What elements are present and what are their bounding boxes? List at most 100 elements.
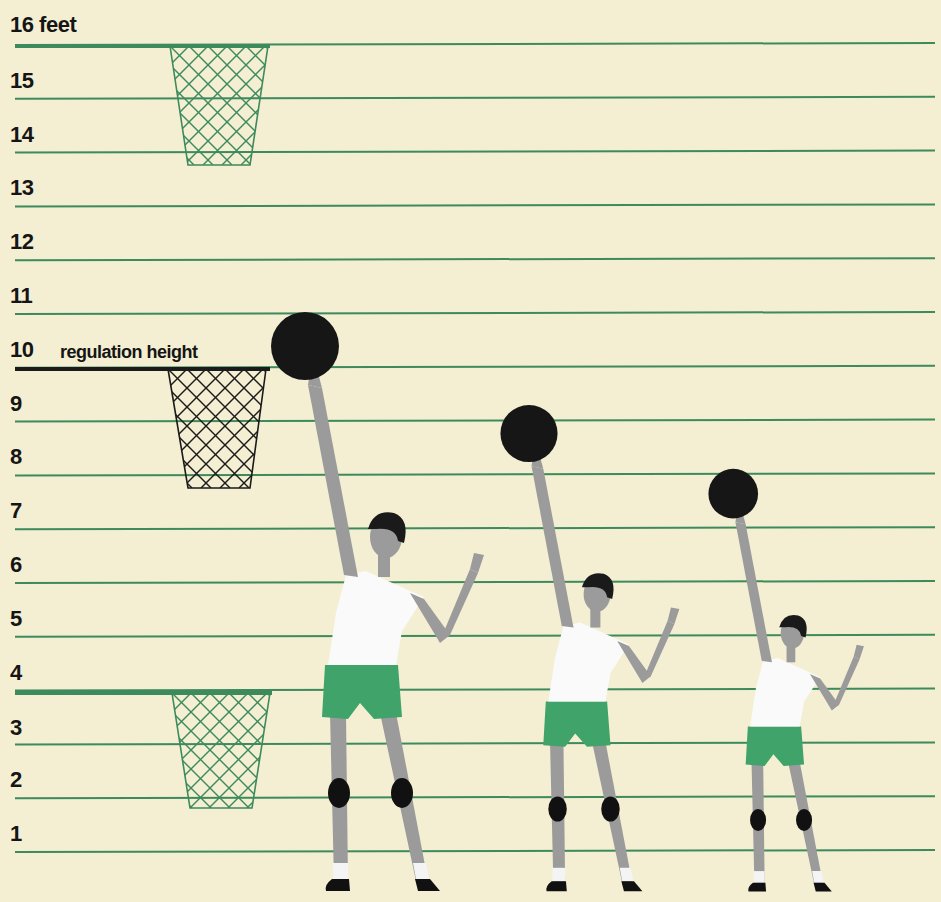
arm xyxy=(735,522,772,662)
net-strand xyxy=(92,369,211,488)
net-strand xyxy=(32,46,151,165)
shoe xyxy=(621,881,642,891)
net-strand xyxy=(58,693,173,808)
net-strand xyxy=(0,369,35,488)
knee-pad xyxy=(391,778,413,808)
net-strand xyxy=(38,693,153,808)
hand xyxy=(668,607,680,624)
player xyxy=(708,469,863,892)
net-strand xyxy=(0,369,73,488)
net-strand xyxy=(54,369,173,488)
foot-number: 15 xyxy=(10,69,33,93)
net-strand xyxy=(412,46,531,165)
net-strand xyxy=(418,693,533,808)
baskets xyxy=(0,46,650,808)
net-strand xyxy=(75,46,194,165)
net-strand xyxy=(130,369,249,488)
net-strand xyxy=(334,369,453,488)
foot-number: 12 xyxy=(10,230,33,254)
sock xyxy=(333,863,348,879)
net-strand xyxy=(391,369,510,488)
arm xyxy=(440,569,478,641)
arm xyxy=(832,656,860,709)
foot-number: 2 xyxy=(10,768,22,792)
net-side xyxy=(168,369,266,488)
shoe xyxy=(415,879,440,891)
net-strand xyxy=(400,693,515,808)
net-strand xyxy=(0,46,18,165)
net-strand xyxy=(0,46,113,165)
net-strand xyxy=(108,46,227,165)
net-strand xyxy=(132,46,251,165)
foot-line xyxy=(15,473,935,475)
foot-number: 4 xyxy=(10,661,22,685)
net-strand xyxy=(57,693,172,808)
basket-rim xyxy=(15,691,272,695)
net-strand xyxy=(436,46,555,165)
net-strand xyxy=(172,693,287,808)
net-strand xyxy=(70,46,189,165)
net-strand xyxy=(339,369,458,488)
basketball xyxy=(271,312,339,380)
foot-number: 8 xyxy=(10,445,22,469)
net-strand xyxy=(190,693,305,808)
net-strand xyxy=(0,369,92,488)
foot-number: 3 xyxy=(10,716,22,740)
foot-number: 10 xyxy=(10,338,33,362)
net-strand xyxy=(0,369,116,488)
hand xyxy=(854,645,864,660)
sock xyxy=(620,868,633,881)
net-strand xyxy=(419,693,534,808)
net-strand xyxy=(11,369,130,488)
net-strand xyxy=(115,693,230,808)
hair xyxy=(582,573,614,599)
net-strand xyxy=(453,369,572,488)
net-strand xyxy=(35,369,154,488)
arm xyxy=(532,466,574,627)
net-strand xyxy=(152,693,267,808)
net-strand xyxy=(20,693,135,808)
foot-line xyxy=(15,97,935,99)
net-strand xyxy=(51,46,170,165)
net-strand xyxy=(191,693,306,808)
net-strand xyxy=(472,369,591,488)
net-strand xyxy=(146,46,265,165)
sock xyxy=(553,868,566,881)
net-strand xyxy=(56,46,175,165)
net-strand xyxy=(182,369,301,488)
net-side xyxy=(172,693,270,808)
foot-line xyxy=(15,527,935,529)
net-strand xyxy=(336,46,455,165)
net-strand xyxy=(0,46,118,165)
foot-number: 5 xyxy=(10,607,22,631)
sock xyxy=(754,871,765,883)
net-strand xyxy=(393,46,512,165)
net-strand xyxy=(170,46,289,165)
neck xyxy=(787,646,796,662)
net-strand xyxy=(0,369,54,488)
leg xyxy=(380,713,428,881)
shoe xyxy=(748,883,766,892)
shorts xyxy=(322,665,402,719)
shirt xyxy=(328,571,424,665)
net-strand xyxy=(49,369,168,488)
foot-number: 13 xyxy=(10,176,33,200)
net-strand xyxy=(260,46,379,165)
net-strand xyxy=(184,46,303,165)
net-strand xyxy=(134,693,249,808)
net-strand xyxy=(438,693,553,808)
net-strand xyxy=(203,46,322,165)
net-strand xyxy=(493,46,612,165)
shorts xyxy=(543,701,610,746)
player xyxy=(500,405,679,891)
leg xyxy=(788,762,823,885)
neck xyxy=(590,609,600,627)
foot-number: 7 xyxy=(10,499,22,523)
net-strand xyxy=(0,46,56,165)
knee-pad xyxy=(601,796,619,821)
net-strand xyxy=(73,369,192,488)
net-strand xyxy=(133,693,248,808)
foot-number: 14 xyxy=(10,123,33,147)
foot-number: 9 xyxy=(10,392,22,416)
